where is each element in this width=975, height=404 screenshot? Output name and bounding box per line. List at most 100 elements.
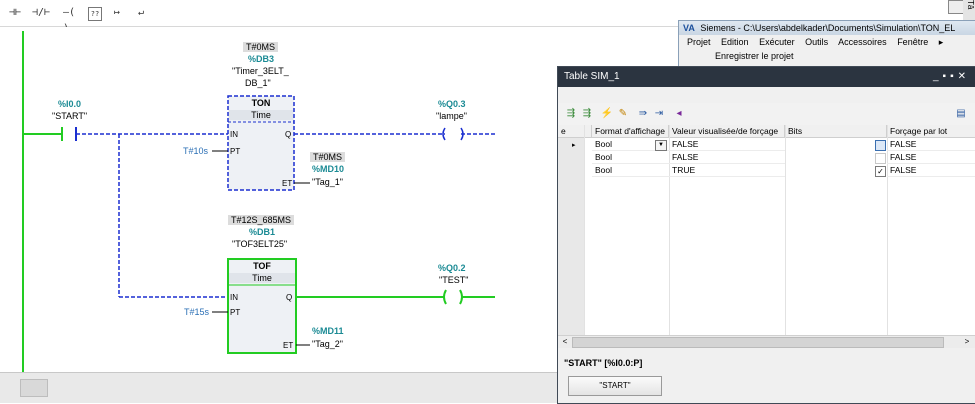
- sim-toolbar: ⇶ ⇶ ⚡ ✎ ⇛ ⇥ ◂ ▤: [558, 103, 975, 126]
- contact-symbol[interactable]: "START": [52, 111, 88, 121]
- contact-address: %I0.0: [58, 99, 82, 109]
- sim-spacer: [558, 87, 975, 103]
- tag-icon[interactable]: ◂: [676, 108, 682, 119]
- siemens-title: VA Siemens - C:\Users\abdelkader\Documen…: [679, 21, 975, 35]
- menu-fenetre[interactable]: Fenêtre: [897, 37, 929, 47]
- column-header-e[interactable]: e: [558, 125, 592, 138]
- ladder-toolbar: ⊣⊢ ⊣/⊢ –( )– ?? ↦ ↵ Tâ: [0, 0, 975, 34]
- siemens-toolbar: Enregistrer le projet: [679, 49, 975, 63]
- cell-format[interactable]: Bool: [592, 151, 669, 164]
- cell-value[interactable]: FALSE: [669, 151, 785, 164]
- cell-value[interactable]: TRUE: [669, 164, 785, 177]
- modify-icon[interactable]: ✎: [618, 108, 628, 119]
- sim-status-area: "START" [%I0.0:P] "START": [558, 352, 975, 402]
- open-branch-icon[interactable]: ↦: [113, 7, 121, 18]
- cell-lot[interactable]: FALSE: [887, 151, 975, 164]
- tof-pin-q: Q: [286, 293, 293, 302]
- save-project-button[interactable]: Enregistrer le projet: [715, 51, 794, 61]
- horizontal-scrollbar[interactable]: < >: [558, 335, 975, 348]
- monitor-icon[interactable]: ⇛: [638, 108, 648, 119]
- cell-lot[interactable]: FALSE: [887, 138, 975, 151]
- column-header-value[interactable]: Valeur visualisée/de forçage: [669, 125, 785, 138]
- tof-et-symbol[interactable]: "Tag_2": [312, 339, 343, 349]
- dropdown-arrow-icon[interactable]: ▼: [655, 140, 667, 151]
- ton-et-value: T#0MS: [310, 152, 346, 162]
- menu-projet[interactable]: Projet: [687, 37, 711, 47]
- editor-bottom-bar: [0, 372, 560, 403]
- siemens-menu: Projet Edition Exécuter Outils Accessoir…: [679, 35, 975, 49]
- side-panel-icon[interactable]: [948, 0, 964, 14]
- bit-checkbox[interactable]: [875, 140, 886, 151]
- coil-lampe-address: %Q0.3: [438, 99, 466, 109]
- tof-pt-value[interactable]: T#15s: [184, 307, 210, 317]
- add-row-icon[interactable]: ⇶: [566, 108, 576, 119]
- ton-et-symbol[interactable]: "Tag_1": [312, 177, 343, 187]
- tof-et-address: %MD11: [312, 326, 344, 336]
- ton-pin-pt: PT: [230, 147, 241, 156]
- cell-lot[interactable]: FALSE: [887, 164, 975, 177]
- tof-type: TOF: [253, 261, 271, 271]
- siemens-logo-icon: VA: [683, 23, 695, 33]
- siemens-title-text: Siemens - C:\Users\abdelkader\Documents\…: [700, 23, 956, 33]
- chevron-right-icon[interactable]: ▸: [938, 37, 944, 47]
- column-header-format[interactable]: Format d'affichage: [592, 125, 669, 138]
- nc-contact-icon[interactable]: ⊣/⊢: [31, 7, 51, 18]
- bit-checkbox[interactable]: [875, 153, 886, 164]
- side-tab-tasks[interactable]: Tâ: [963, 0, 975, 26]
- tile-icon[interactable]: ▪: [950, 71, 958, 82]
- ton-et-address: %MD10: [312, 164, 345, 174]
- insert-row-icon[interactable]: ⇶: [582, 108, 592, 119]
- scroll-handle[interactable]: [20, 379, 48, 397]
- coil-test: [443, 289, 463, 305]
- tof-subtype[interactable]: Time: [229, 273, 295, 283]
- col-value: [669, 125, 786, 335]
- ton-instance-name-2: DB_1": [245, 78, 271, 88]
- trigger-icon[interactable]: ⇥: [654, 108, 664, 119]
- column-header-bits[interactable]: Bits: [785, 125, 887, 138]
- minimize-icon[interactable]: _: [932, 71, 943, 82]
- no-contact-icon: [61, 127, 77, 141]
- coil-icon[interactable]: –( )–: [62, 7, 76, 34]
- ton-db: %DB3: [248, 54, 275, 64]
- empty-box-icon[interactable]: ??: [88, 7, 102, 21]
- tof-db: %DB1: [249, 227, 276, 237]
- close-branch-icon[interactable]: ↵: [137, 7, 145, 18]
- scrollbar-thumb[interactable]: [572, 337, 944, 348]
- column-header-lot[interactable]: Forçage par lot: [887, 125, 975, 138]
- ton-instance-value: T#0MS: [243, 42, 279, 52]
- ton-pin-et: ET: [282, 179, 293, 188]
- row-headers: [558, 138, 584, 335]
- ton-pt-value[interactable]: T#10s: [183, 146, 209, 156]
- menu-executer[interactable]: Exécuter: [759, 37, 795, 47]
- cell-value[interactable]: FALSE: [669, 138, 785, 151]
- scroll-left-icon[interactable]: <: [562, 337, 568, 346]
- ton-subtype[interactable]: Time: [229, 110, 293, 120]
- menu-edition[interactable]: Edition: [721, 37, 749, 47]
- coil-test-symbol[interactable]: "TEST": [439, 275, 469, 285]
- bit-checkbox-checked[interactable]: ✓: [875, 166, 886, 177]
- settings-icon[interactable]: ▤: [956, 108, 966, 119]
- sim-table-title: Table SIM_1: [564, 71, 620, 82]
- col-format: [592, 125, 670, 335]
- ton-instance-name[interactable]: "Timer_3ELT_: [232, 66, 289, 76]
- tof-pin-et: ET: [283, 341, 294, 350]
- ton-pin-in: IN: [230, 130, 238, 139]
- ladder-editor: %I0.0 "START" T#0MS %DB3 "Timer_3ELT_ DB…: [0, 27, 560, 372]
- row-pointer-icon: ▸: [572, 142, 576, 149]
- force-icon[interactable]: ⚡: [600, 108, 614, 119]
- start-button[interactable]: "START": [568, 376, 662, 396]
- scroll-right-icon[interactable]: >: [964, 337, 970, 346]
- siemens-window: VA Siemens - C:\Users\abdelkader\Documen…: [678, 20, 975, 74]
- no-contact-icon[interactable]: ⊣⊢: [8, 7, 22, 18]
- sim-table-titlebar[interactable]: Table SIM_1 _▪▪✕: [558, 67, 975, 87]
- coil-test-address: %Q0.2: [438, 263, 466, 273]
- cell-format[interactable]: Bool: [592, 164, 669, 177]
- coil-lampe-symbol[interactable]: "lampe": [436, 111, 467, 121]
- restore-icon[interactable]: ▪: [942, 71, 951, 82]
- close-icon[interactable]: ✕: [957, 71, 970, 82]
- menu-accessoires[interactable]: Accessoires: [838, 37, 887, 47]
- tof-instance-name[interactable]: "TOF3ELT25": [232, 239, 288, 249]
- cell-format[interactable]: Bool: [592, 138, 669, 151]
- menu-outils[interactable]: Outils: [805, 37, 829, 47]
- tof-instance-value: T#12S_685MS: [228, 215, 295, 225]
